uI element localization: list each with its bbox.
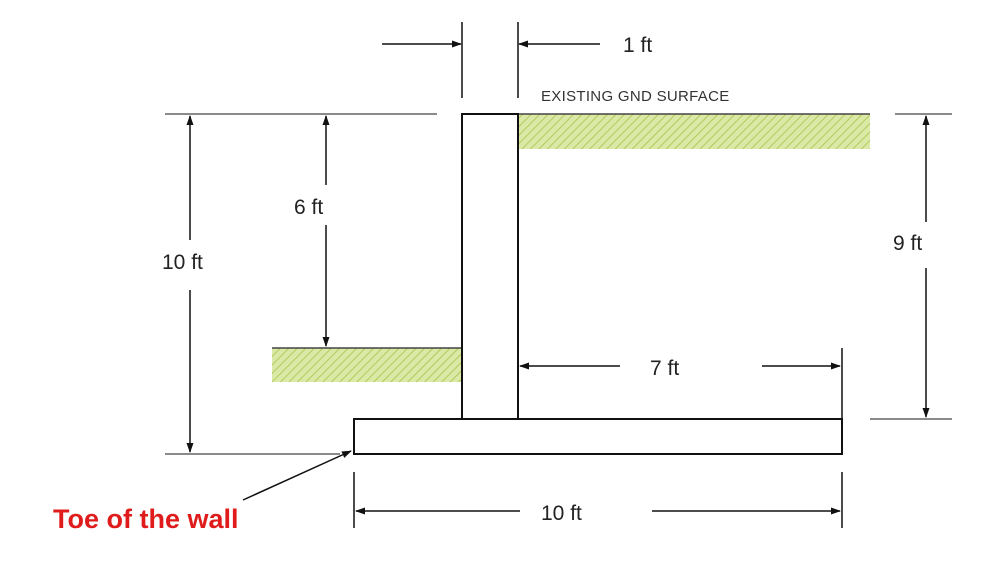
base-slab — [353, 418, 843, 455]
base-width-label: 10 ft — [541, 502, 582, 525]
front-soil — [272, 348, 462, 382]
heel-length-label: 7 ft — [650, 357, 679, 380]
ground-surface-label: EXISTING GND SURFACE — [541, 88, 730, 105]
stem-width-label: 1 ft — [623, 34, 652, 57]
front-depth-label: 6 ft — [294, 196, 323, 219]
toe-callout-arrow — [242, 450, 352, 501]
toe-callout-label: Toe of the wall — [53, 504, 239, 534]
backfill-soil — [518, 114, 870, 149]
backfill-height-label: 9 ft — [893, 232, 922, 255]
total-height-label: 10 ft — [162, 251, 203, 274]
wall-stem — [461, 113, 519, 420]
